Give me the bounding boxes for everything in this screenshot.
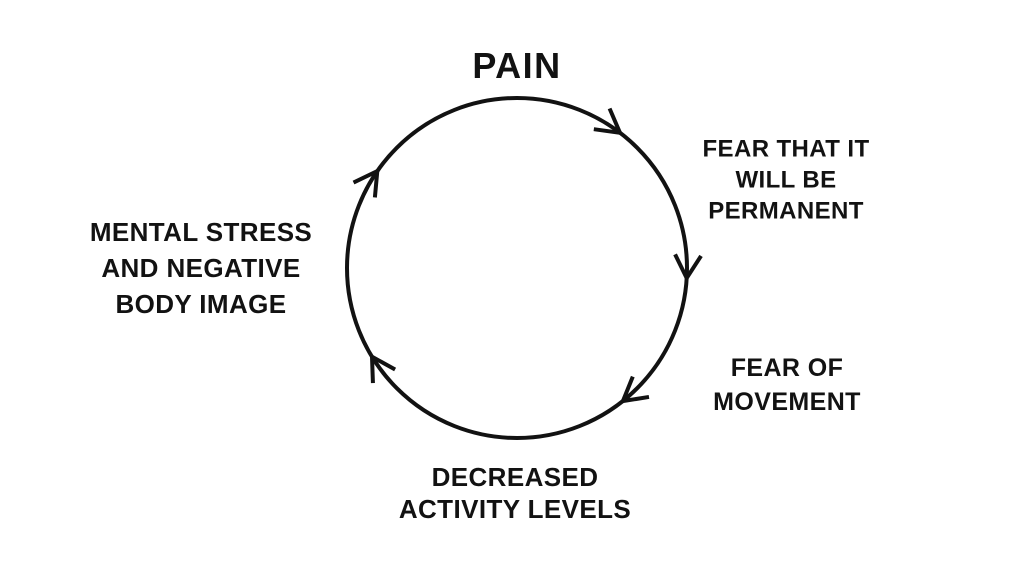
arrow-icon-mental-stress-to-pain	[352, 167, 380, 198]
node-label-decreased-activity: DECREASED ACTIVITY LEVELS	[398, 462, 632, 524]
arrow-icon-decreased-activity-to-mental-stress	[369, 353, 397, 384]
node-label-fear-of-movement: FEAR OF MOVEMENT	[713, 354, 861, 416]
node-label-mental-stress: MENTAL STRESS AND NEGATIVE BODY IMAGE	[89, 217, 313, 319]
node-label-pain: PAIN	[472, 45, 562, 86]
arrow-icon-pain-to-fear-permanent	[593, 107, 624, 136]
cycle-circle	[345, 96, 689, 440]
arrow-icon-fear-permanent-to-fear-of-movement	[673, 253, 703, 283]
node-label-fear-permanent: FEAR THAT IT WILL BE PERMANENT	[702, 135, 870, 225]
arrow-icon-fear-of-movement-to-decreased-activity	[619, 375, 650, 404]
